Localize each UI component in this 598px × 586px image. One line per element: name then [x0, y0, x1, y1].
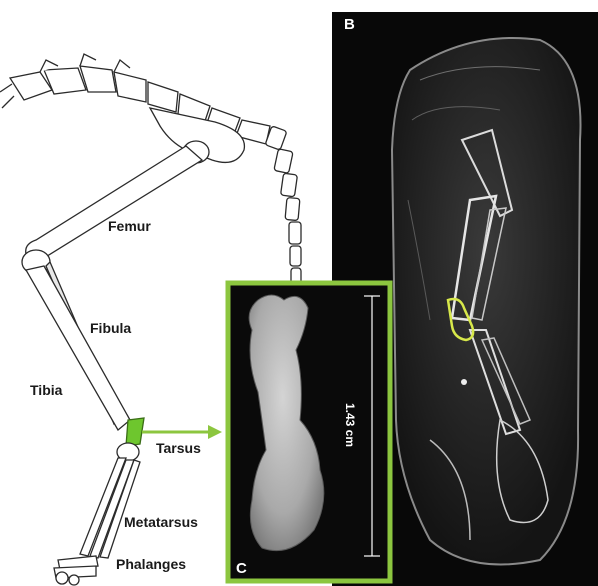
tail-vertebrae: [265, 126, 301, 286]
scale-bar-label: 1.43 cm: [343, 403, 357, 447]
metatarsal-bones: [80, 458, 140, 558]
panel-b-letter: B: [344, 16, 355, 33]
tibia-bone: [26, 266, 130, 430]
label-femur: Femur: [108, 218, 151, 234]
phalanx-bones: [54, 556, 98, 585]
panel-c-letter: C: [236, 560, 247, 577]
tarsus-arrow: [142, 425, 222, 439]
tarsus-bone: [126, 418, 144, 446]
label-tibia: Tibia: [30, 382, 62, 398]
label-fibula: Fibula: [90, 320, 131, 336]
femur-bone: [26, 146, 202, 261]
label-phalanges: Phalanges: [116, 556, 186, 572]
label-metatarsus: Metatarsus: [124, 514, 198, 530]
label-tarsus: Tarsus: [156, 440, 201, 456]
panel-c-inset: [228, 283, 390, 581]
